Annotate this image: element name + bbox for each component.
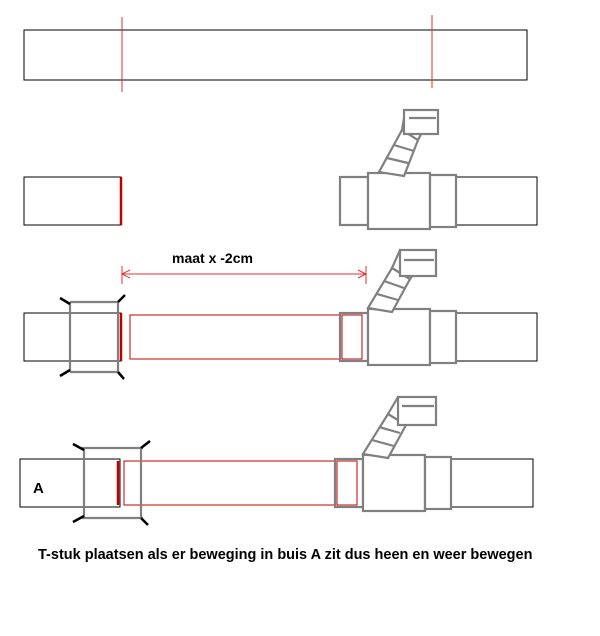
- new-pipe-end: [341, 314, 363, 360]
- step-1-original-pipe: [23, 15, 528, 92]
- t-piece-fitting: [333, 395, 453, 513]
- caption: T-stuk plaatsen als er beweging in buis …: [38, 547, 533, 563]
- original-pipe: [23, 29, 528, 81]
- pipe-segment-left: [23, 176, 122, 226]
- coupling-flanges: [59, 294, 126, 380]
- dimension-arrow: [120, 266, 368, 284]
- new-pipe-piece: [123, 460, 358, 506]
- coupling-flanges: [72, 440, 151, 526]
- pipe-a: [19, 458, 121, 508]
- step-3-measure: maat x -2cm: [23, 248, 538, 380]
- t-piece-fitting: [338, 248, 458, 367]
- step-2-cut-pipe: [23, 108, 538, 231]
- measure-label: maat x -2cm: [172, 250, 253, 266]
- new-pipe-piece: [129, 314, 364, 360]
- pipe-a-label: A: [33, 480, 44, 497]
- pipe-segment-left: [23, 312, 122, 362]
- slip-coupling: [82, 446, 143, 520]
- new-pipe-end: [336, 460, 358, 506]
- step-4-assembled: A: [19, 395, 534, 526]
- slip-coupling: [68, 300, 120, 374]
- t-piece-fitting: [338, 108, 458, 231]
